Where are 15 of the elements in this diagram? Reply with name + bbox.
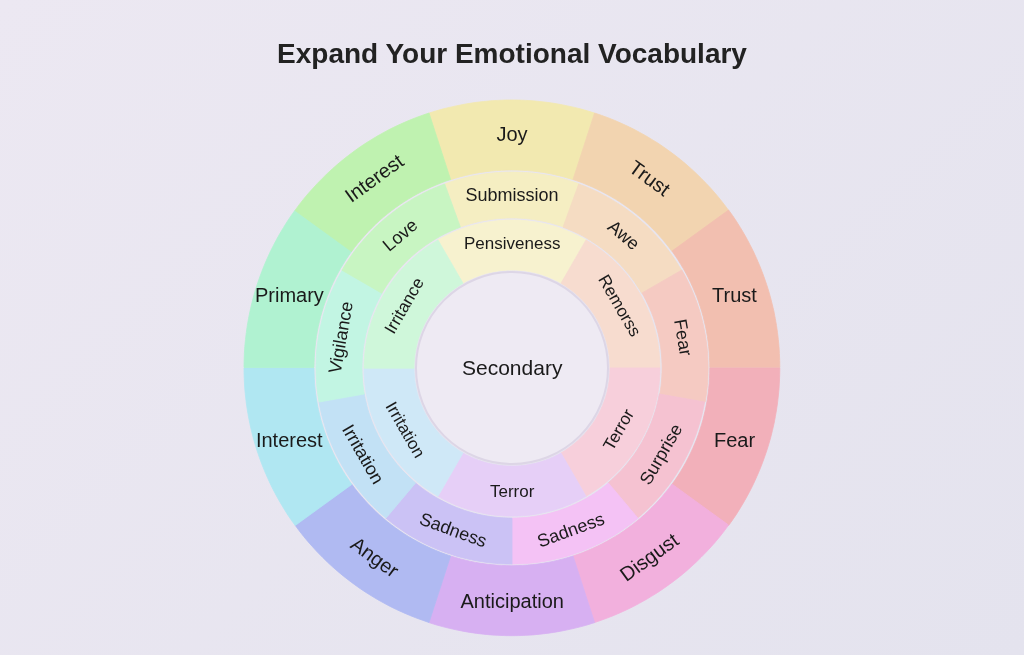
emotion-label: Joy [496,122,528,146]
emotion-label: Love [379,214,423,257]
emotion-label: Anticipation [460,590,564,614]
center-label: Secondary [462,356,563,380]
emotion-label: Terror [490,482,535,502]
emotion-label: Fear [668,317,696,358]
emotion-label: Awe [603,216,644,255]
emotion-label: Submission [465,184,559,206]
title: Expand Your Emotional Vocabulary [276,38,748,70]
emotion-label: Fear [714,428,756,452]
emotion-label: Vigilance [324,300,359,376]
emotion-label: Primary [254,284,324,308]
emotion-label: Trust [712,284,757,308]
emotion-label: Pensiveness [464,234,561,254]
emotion-label: Interest [255,428,323,452]
